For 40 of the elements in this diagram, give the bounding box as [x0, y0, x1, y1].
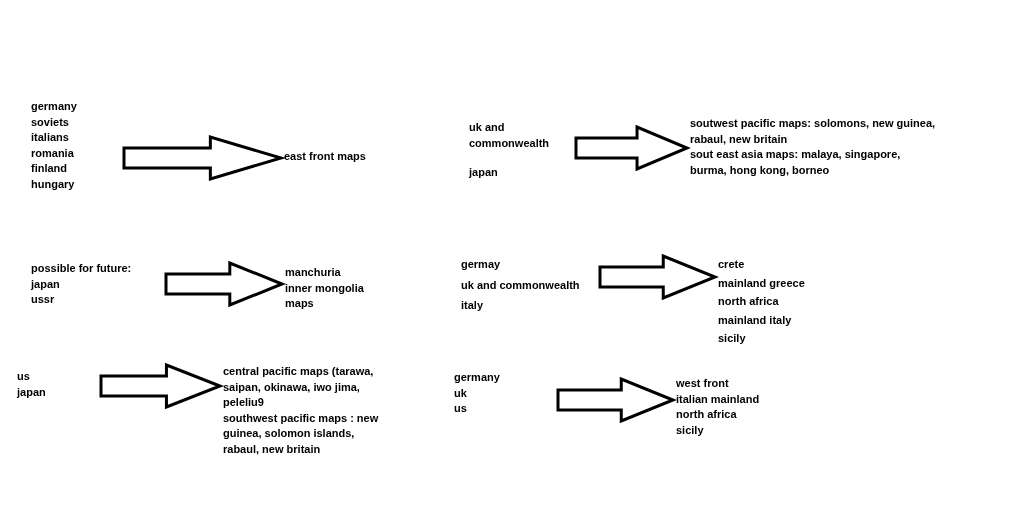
text-label: japan	[31, 276, 61, 292]
block-arrow	[164, 260, 286, 308]
text-label: hungary	[31, 176, 76, 192]
text-label: italian mainland	[676, 391, 761, 407]
text-label: uk	[454, 385, 468, 401]
text-label: southwest pacific maps : new guinea, solomon islands, rabaul, new britain	[223, 410, 380, 457]
block-arrow	[122, 135, 287, 181]
text-label: uk and commonwealth	[469, 120, 551, 151]
text-label: west front	[676, 376, 730, 391]
text-label: italians	[31, 130, 70, 145]
block-arrow	[556, 376, 677, 424]
text-label: maps	[285, 296, 315, 311]
text-label: germany	[31, 99, 78, 114]
text-label: north africa	[676, 407, 738, 422]
text-label: japan	[17, 384, 47, 400]
text-label: sicily	[718, 331, 747, 346]
text-label: mainland italy	[718, 312, 793, 328]
text-label: possible for future:	[31, 261, 133, 276]
text-label: soviets	[31, 114, 70, 130]
text-label: inner mongolia	[285, 280, 365, 296]
block-arrow	[99, 362, 225, 410]
text-label: manchuria	[285, 265, 342, 280]
text-label: crete	[718, 257, 746, 272]
text-label: uk and commonwealth	[461, 277, 581, 293]
text-label: north africa	[718, 294, 780, 309]
text-label: mainland greece	[718, 275, 806, 291]
text-label: sicily	[676, 422, 705, 438]
text-label: ussr	[31, 292, 56, 307]
text-label: japan	[469, 165, 499, 180]
block-arrow	[598, 253, 719, 301]
text-label: sout east asia maps: malaya, singapore, burma, hong kong, borneo	[690, 147, 902, 178]
text-label: east front maps	[284, 149, 367, 164]
block-arrow	[574, 124, 691, 172]
text-label: italy	[461, 298, 484, 313]
text-label: romania	[31, 145, 75, 161]
text-label: germay	[461, 257, 502, 272]
text-label: germany	[454, 370, 501, 385]
text-label: us	[454, 401, 468, 416]
text-label: us	[17, 369, 31, 384]
text-label: finland	[31, 161, 69, 176]
